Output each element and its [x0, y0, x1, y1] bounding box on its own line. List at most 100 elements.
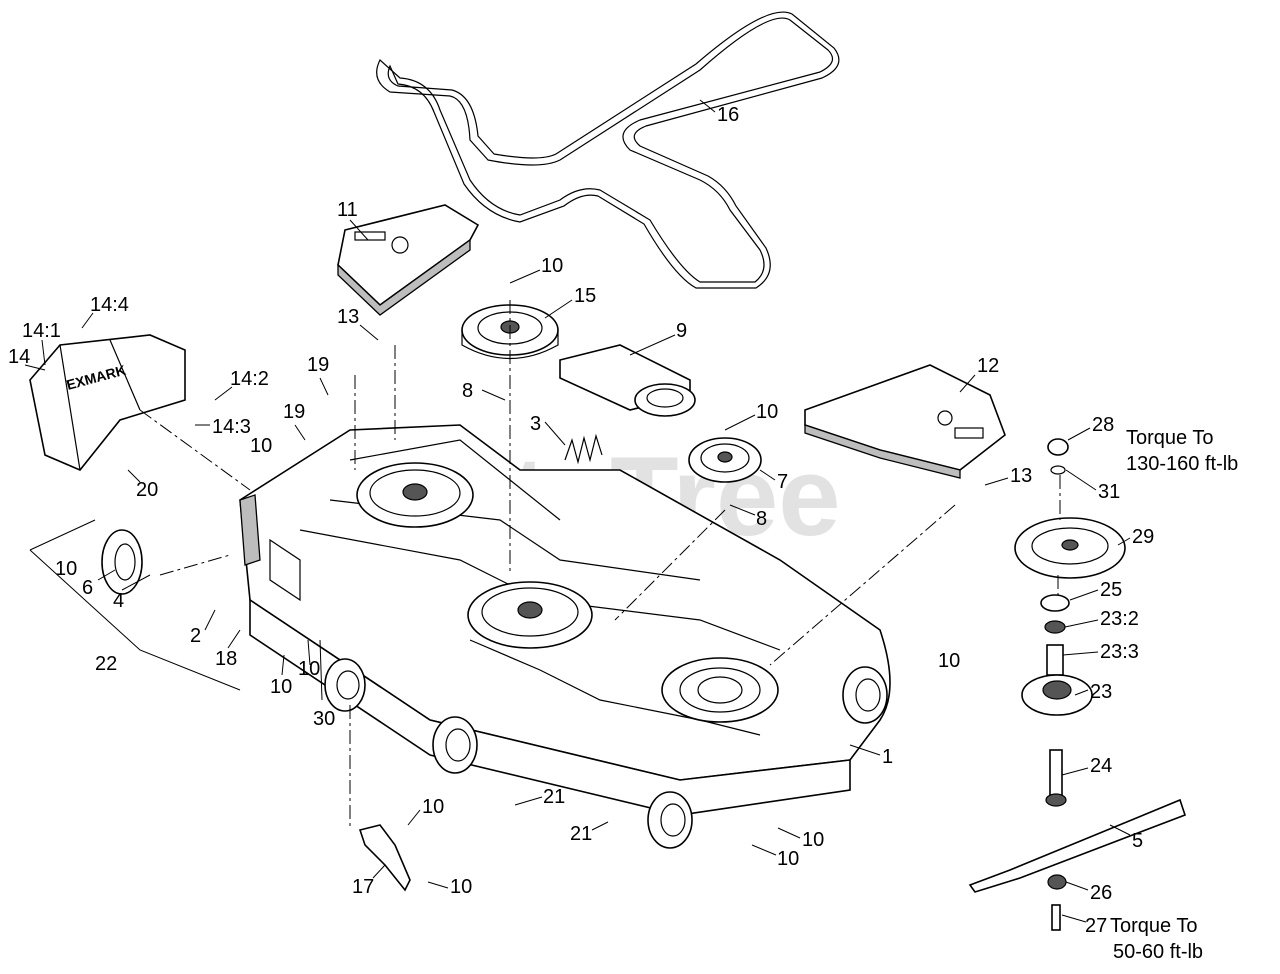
callout-10h: 10: [407, 796, 444, 826]
callout-7-text: 7: [777, 471, 788, 493]
callout-5-text: 5: [1132, 830, 1143, 852]
callout-6-text: 6: [82, 577, 93, 599]
callout-14-4-text: 14:4: [90, 294, 129, 316]
callout-1-text: 1: [882, 746, 893, 768]
mower-blade: [968, 798, 1187, 893]
callout-1: 1: [849, 744, 893, 768]
deck-spindle-center: [467, 581, 593, 649]
callout-23-text: 23: [1090, 681, 1112, 703]
callout-10g: 10: [938, 650, 960, 672]
callout-10c-text: 10: [250, 435, 272, 457]
callout-15: 15: [544, 285, 596, 319]
callout-12-text: 12: [977, 355, 999, 377]
callout-22-text: 22: [95, 653, 117, 675]
callout-11: 11: [337, 199, 369, 241]
callout-4: 4: [113, 574, 151, 612]
callout-18: 18: [215, 629, 241, 670]
callout-10c: 10: [250, 435, 272, 457]
callout-26-text: 26: [1090, 882, 1112, 904]
callout-17: 17: [352, 864, 386, 898]
torque-spindle-line1: Torque To: [1126, 427, 1213, 449]
callout-24-text: 24: [1090, 755, 1112, 777]
callout-14-2: 14:2: [214, 368, 269, 401]
callout-16: 16: [699, 99, 739, 126]
callout-10e-text: 10: [298, 658, 320, 680]
spring: [564, 433, 603, 465]
callout-28: 28: [1067, 414, 1114, 441]
baffle: [358, 824, 411, 892]
callout-2: 2: [190, 609, 216, 647]
drive-belt: [376, 11, 840, 289]
callout-14-3-text: 14:3: [212, 416, 251, 438]
assembly-lines: [139, 300, 1061, 830]
callout-16-text: 16: [717, 104, 739, 126]
belt-cover-left: [337, 204, 480, 316]
callout-11-text: 11: [337, 199, 358, 221]
deck-spindle-right: [661, 657, 779, 723]
callout-10e: 10: [298, 639, 320, 680]
callout-20-text: 20: [136, 479, 158, 501]
callout-10f: 10: [270, 654, 292, 698]
spindle-assembly: [1014, 438, 1126, 931]
callout-27-text: 27: [1085, 915, 1107, 937]
callout-23-3-text: 23:3: [1100, 641, 1139, 663]
callout-14-1-text: 14:1: [22, 320, 61, 342]
discharge-chute: EXMARK: [29, 334, 186, 471]
callout-19a-text: 19: [307, 354, 329, 376]
callout-9: 9: [629, 320, 687, 356]
callout-10h-text: 10: [422, 796, 444, 818]
belt-cover-right: [804, 364, 1006, 479]
callout-18-text: 18: [215, 648, 237, 670]
torque-blade-line2: 50-60 ft-lb: [1113, 941, 1203, 963]
callout-19b-text: 19: [283, 401, 305, 423]
torque-note-blade-bolt: Torque To 50-60 ft-lb: [1110, 915, 1203, 963]
callout-10i: 10: [427, 876, 472, 898]
callout-10j: 10: [777, 827, 824, 851]
callout-10d-text: 10: [55, 558, 77, 580]
gauge-wheel: [29, 519, 241, 691]
callout-23: 23: [1074, 681, 1112, 703]
callout-8a: 8: [462, 380, 506, 402]
callout-8a-text: 8: [462, 380, 473, 402]
callout-10f-text: 10: [270, 676, 292, 698]
callout-10b: 10: [724, 401, 778, 431]
callout-21a: 21: [514, 786, 565, 808]
callout-14-text: 14: [8, 346, 30, 368]
idler-arm: [559, 344, 696, 417]
callout-26: 26: [1065, 881, 1112, 904]
callout-13a: 13: [337, 306, 379, 341]
callout-30: 30: [313, 639, 335, 730]
callout-28-text: 28: [1092, 414, 1114, 436]
callout-10k: 10: [751, 844, 799, 870]
callout-10a: 10: [509, 255, 563, 284]
callout-13b: 13: [984, 465, 1032, 487]
callout-10k-text: 10: [777, 848, 799, 870]
callout-15-text: 15: [574, 285, 596, 307]
callout-9-text: 9: [676, 320, 687, 342]
callout-10b-text: 10: [756, 401, 778, 423]
callout-10j-text: 10: [802, 829, 824, 851]
callout-20: 20: [127, 469, 158, 501]
callout-29: 29: [1117, 526, 1154, 548]
callout-23-2: 23:2: [1064, 608, 1139, 630]
callout-31-text: 31: [1098, 481, 1120, 503]
callout-14-4: 14:4: [81, 294, 129, 329]
callout-14-3: 14:3: [195, 416, 251, 438]
callout-23-3: 23:3: [1062, 641, 1139, 663]
idler-pulley-7: [688, 437, 762, 483]
callout-2-text: 2: [190, 625, 201, 647]
callout-29-text: 29: [1132, 526, 1154, 548]
torque-spindle-line2: 130-160 ft-lb: [1126, 453, 1238, 475]
callout-14-1: 14:1: [22, 320, 61, 366]
callout-19a: 19: [307, 354, 329, 396]
callout-10i-text: 10: [450, 876, 472, 898]
callout-8b-text: 8: [756, 508, 767, 530]
callout-5: 5: [1109, 824, 1143, 852]
callout-12: 12: [959, 355, 999, 393]
callout-3: 3: [530, 413, 566, 446]
callout-10a-text: 10: [541, 255, 563, 277]
callout-13b-text: 13: [1010, 465, 1032, 487]
callout-14-2-text: 14:2: [230, 368, 269, 390]
callout-7: 7: [759, 469, 788, 493]
